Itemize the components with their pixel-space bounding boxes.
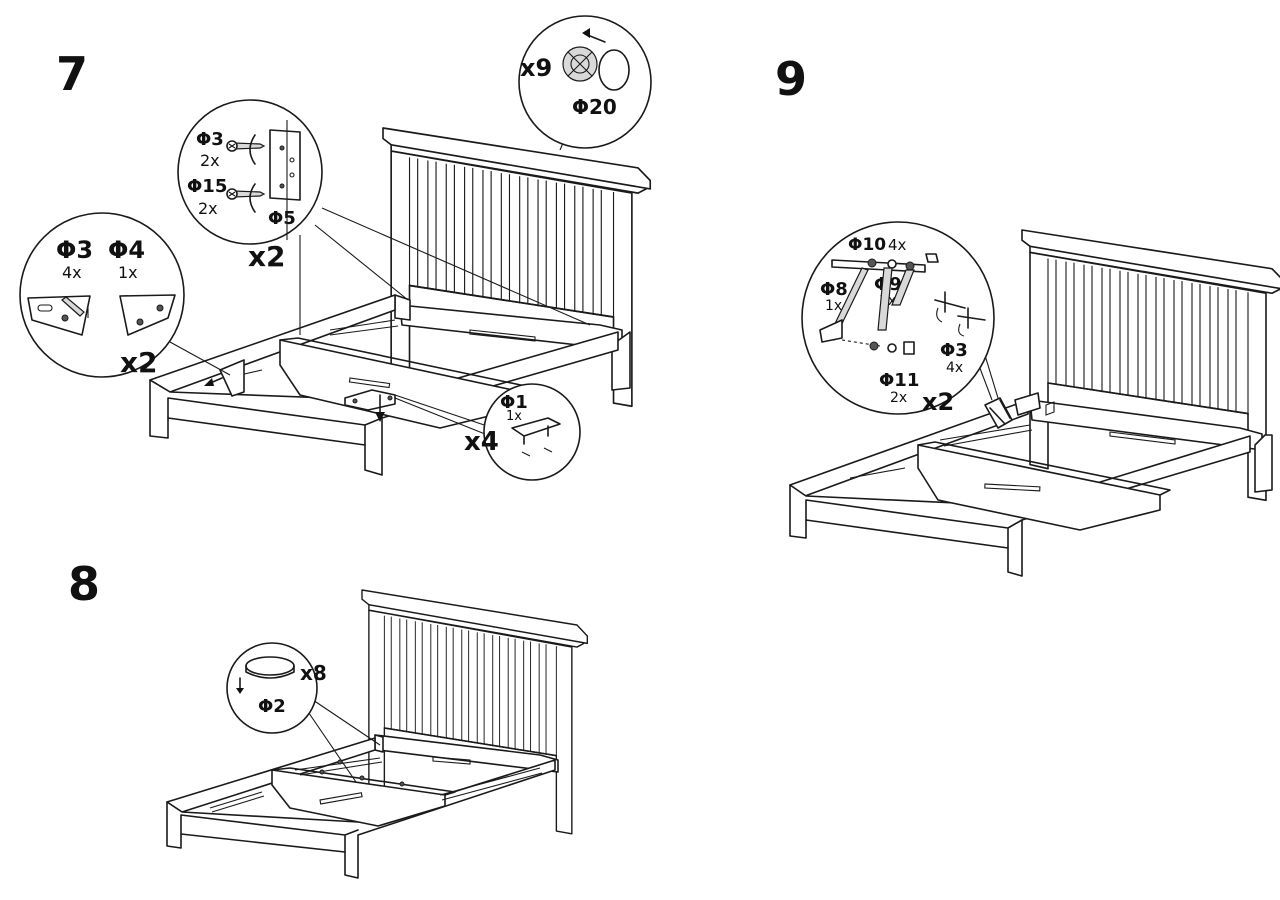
pad-icon <box>245 656 295 676</box>
callout-multiplier: x2 <box>120 346 158 379</box>
part-id: Φ8 <box>820 279 848 300</box>
part-qty: 1x <box>825 298 842 314</box>
step-number: 8 <box>68 557 100 611</box>
screw-icon <box>934 299 966 309</box>
washer-icon <box>905 261 915 271</box>
nut-icon <box>925 253 939 263</box>
leader-lines-step7 <box>169 121 591 441</box>
part-qty: 2x <box>198 199 218 218</box>
part-id: Φ15 <box>187 176 227 197</box>
screw-icon <box>957 315 986 321</box>
washer-icon <box>867 258 877 268</box>
bracket-plate-icon <box>269 129 301 201</box>
step-number: 9 <box>775 52 807 106</box>
gas-strut-icon <box>877 267 893 331</box>
part-id: Φ3 <box>940 340 968 361</box>
bed-frame-illustration <box>166 589 589 879</box>
part-id: Φ10 <box>848 235 886 255</box>
part-qty: 2x <box>890 390 907 406</box>
part-id: Φ4 <box>108 236 145 264</box>
part-id: Φ1 <box>500 392 528 413</box>
part-qty: 2x <box>200 151 220 170</box>
step-8: 8 <box>68 557 589 879</box>
corner-bracket-rear <box>374 734 384 753</box>
part-id: Φ11 <box>879 370 919 391</box>
corner-bracket-rear <box>394 294 411 321</box>
callout-part: Φ20 <box>572 95 617 119</box>
callout-count: x8 <box>300 661 327 685</box>
mount-plate-icon <box>819 319 843 343</box>
cap-disc-icon <box>598 49 630 91</box>
middle-bracket <box>344 389 396 411</box>
part-qty: 1x <box>506 409 522 424</box>
part-qty: 4x <box>62 263 82 282</box>
part-qty: 4x <box>888 236 907 254</box>
part-id: Φ3 <box>196 129 224 150</box>
washer-icon <box>887 259 897 269</box>
callout-side-bracket: Φ3 2x Φ15 2x Φ5 x2 <box>177 99 323 273</box>
callout-gas-lift: Φ10 4x Φ8 1x Φ9 1x Φ3 4x Φ11 2x <box>801 221 995 416</box>
part-qty: 1x <box>118 263 138 282</box>
step-9: 9 <box>775 52 1280 577</box>
bed-frame-illustration <box>789 229 1280 577</box>
callout-multiplier: x2 <box>248 240 286 273</box>
step-number: 7 <box>56 47 88 101</box>
corner-bracket-front <box>219 359 245 397</box>
part-qty: 4x <box>946 360 963 376</box>
callout-count: x9 <box>520 54 552 82</box>
callout-clip: Φ1 1x x4 <box>464 383 581 481</box>
callout-cap-dowel: x9 Φ20 <box>518 15 652 149</box>
bed-frame-illustration <box>149 127 652 476</box>
callout-multiplier: x2 <box>922 388 954 416</box>
part-id: Φ3 <box>56 236 93 264</box>
clip-icon <box>511 417 561 437</box>
callout-pad: x8 Φ2 <box>226 642 327 734</box>
lift-mechanism <box>984 397 1013 429</box>
nut-icon <box>903 341 915 355</box>
step-7: 7 <box>19 15 652 481</box>
callout-corner-bracket: Φ3 4x Φ4 1x x2 <box>19 212 185 379</box>
callout-multiplier: x4 <box>464 427 499 457</box>
callout-part: Φ2 <box>258 696 286 717</box>
part-id: Φ5 <box>268 208 296 229</box>
